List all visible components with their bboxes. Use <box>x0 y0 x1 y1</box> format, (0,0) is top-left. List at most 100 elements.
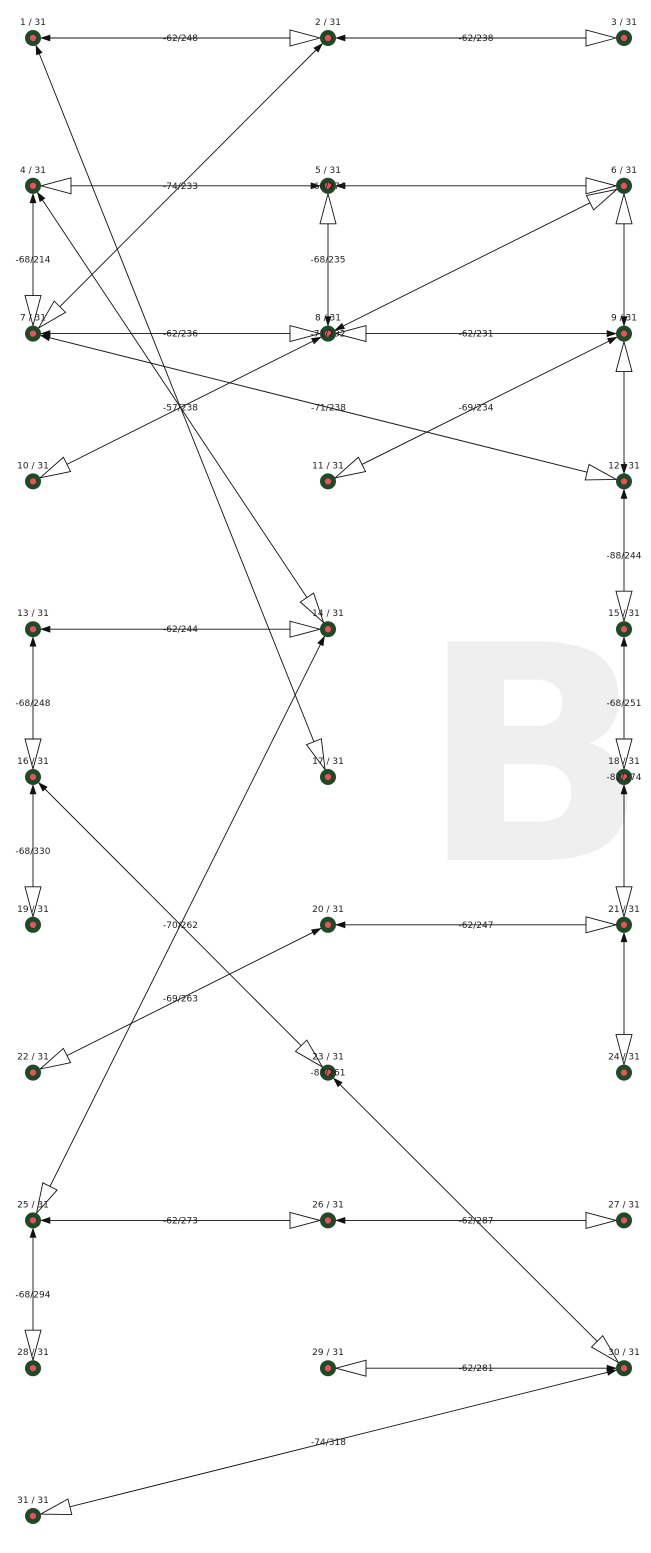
node-center <box>29 920 37 929</box>
node-label: 26 / 31 <box>312 1200 344 1210</box>
node-11[interactable]: 11 / 31 <box>312 461 344 490</box>
node-6[interactable]: 6 / 31 <box>611 166 637 194</box>
node-7[interactable]: 7 / 31 <box>20 314 46 342</box>
node-22[interactable]: 22 / 31 <box>17 1053 49 1081</box>
node-27[interactable]: 27 / 31 <box>608 1200 640 1229</box>
edge-label: -69/234 <box>459 404 494 414</box>
node-center <box>324 477 332 486</box>
node-label: 16 / 31 <box>17 757 49 767</box>
node-center <box>29 477 37 486</box>
arrowhead-open-icon <box>289 29 322 47</box>
node-23[interactable]: 23 / 31 <box>312 1053 344 1081</box>
arrowhead-open-icon <box>299 592 325 624</box>
edge-7-12: -71/238 <box>32 333 625 482</box>
edge-label: -74/318 <box>311 1438 346 1448</box>
node-3[interactable]: 3 / 31 <box>611 18 637 46</box>
node-center <box>29 182 37 190</box>
arrowhead-solid-icon <box>313 42 324 53</box>
node-31[interactable]: 31 / 31 <box>17 1496 49 1524</box>
arrowhead-open-icon <box>24 738 42 771</box>
arrowhead-solid-icon <box>335 1216 346 1224</box>
node-13[interactable]: 13 / 31 <box>17 609 49 638</box>
node-label: 25 / 31 <box>17 1200 49 1210</box>
node-center <box>620 477 628 486</box>
edge-label: -57/238 <box>163 404 198 414</box>
node-29[interactable]: 29 / 31 <box>312 1348 344 1377</box>
node-label: 21 / 31 <box>608 905 640 915</box>
arrowhead-open-icon <box>24 295 42 328</box>
arrowhead-open-icon <box>319 192 337 225</box>
arrowhead-open-icon <box>615 339 633 373</box>
arrowhead-open-icon <box>24 1329 42 1362</box>
node-1[interactable]: 1 / 31 <box>20 18 46 46</box>
node-24[interactable]: 24 / 31 <box>608 1053 640 1081</box>
node-center <box>29 1512 37 1520</box>
edge-13-16: -68/248 <box>16 629 51 777</box>
arrowhead-open-icon <box>333 456 367 479</box>
node-center <box>620 1364 628 1372</box>
arrowhead-solid-icon <box>29 192 37 204</box>
node-center <box>324 1216 332 1225</box>
node-25[interactable]: 25 / 31 <box>17 1200 49 1229</box>
node-center <box>29 625 37 634</box>
edge-label: -71/238 <box>311 404 346 414</box>
arrowhead-solid-icon <box>606 1369 618 1376</box>
arrowhead-solid-icon <box>317 635 325 647</box>
node-26[interactable]: 26 / 31 <box>312 1200 344 1229</box>
arrowhead-solid-icon <box>334 322 346 331</box>
node-19[interactable]: 19 / 31 <box>17 905 49 933</box>
node-21[interactable]: 21 / 31 <box>608 905 640 933</box>
node-20[interactable]: 20 / 31 <box>312 905 344 933</box>
node-center <box>324 1364 332 1372</box>
node-center <box>324 34 332 42</box>
node-label: 4 / 31 <box>20 166 46 176</box>
node-5[interactable]: 5 / 31 <box>315 166 341 194</box>
node-15[interactable]: 15 / 31 <box>608 609 640 638</box>
arrowhead-open-icon <box>615 590 633 623</box>
arrowhead-solid-icon <box>29 1227 37 1238</box>
edge-7-8: -62/236 <box>33 325 328 343</box>
edge-9-8: -62/231 <box>328 325 624 343</box>
node-4[interactable]: 4 / 31 <box>20 166 46 194</box>
node-label: 13 / 31 <box>17 609 49 619</box>
node-label: 30 / 31 <box>608 1348 640 1358</box>
node-28[interactable]: 28 / 31 <box>17 1348 49 1377</box>
node-label: 9 / 31 <box>611 314 637 324</box>
node-8[interactable]: 8 / 31 <box>315 314 341 342</box>
arrowhead-open-icon <box>305 738 326 772</box>
node-label: 3 / 31 <box>611 18 637 28</box>
arrowhead-open-icon <box>585 177 618 195</box>
arrowhead-solid-icon <box>606 330 617 338</box>
node-9[interactable]: 9 / 31 <box>611 314 637 342</box>
arrowhead-solid-icon <box>324 316 332 327</box>
node-10[interactable]: 10 / 31 <box>17 461 49 490</box>
node-2[interactable]: 2 / 31 <box>315 18 341 46</box>
node-center <box>324 920 332 929</box>
edge-8-6 <box>327 185 625 335</box>
arrowhead-open-icon <box>615 192 633 225</box>
node-label: 6 / 31 <box>611 166 637 176</box>
node-14[interactable]: 14 / 31 <box>312 609 344 638</box>
arrowhead-solid-icon <box>35 44 43 56</box>
node-label: 22 / 31 <box>17 1053 49 1063</box>
arrowhead-open-icon <box>38 456 72 479</box>
node-17[interactable]: 17 / 31 <box>312 757 344 785</box>
node-12[interactable]: 12 / 31 <box>608 461 640 490</box>
node-label: 8 / 31 <box>315 314 341 324</box>
arrowhead-solid-icon <box>606 336 618 345</box>
node-center <box>620 1068 628 1077</box>
node-center <box>620 182 628 190</box>
node-16[interactable]: 16 / 31 <box>17 757 49 785</box>
edge-line <box>32 333 329 482</box>
nodes-layer: 1 / 31 2 / 31 3 / 31 4 / 31 5 / 31 6 / 31 7 / … <box>17 18 642 1524</box>
edge-2-3: -62/238 <box>328 29 624 47</box>
edge-line <box>327 185 625 335</box>
node-30[interactable]: 30 / 31 <box>608 1348 640 1377</box>
edge-label: -62/238 <box>459 34 494 44</box>
edge-25-28: -68/294 <box>16 1220 51 1369</box>
edge-label: -62/287 <box>459 1216 494 1226</box>
node-label: 29 / 31 <box>312 1348 344 1358</box>
arrowhead-open-icon <box>615 1034 633 1067</box>
node-18[interactable]: 18 / 31 <box>608 757 640 785</box>
